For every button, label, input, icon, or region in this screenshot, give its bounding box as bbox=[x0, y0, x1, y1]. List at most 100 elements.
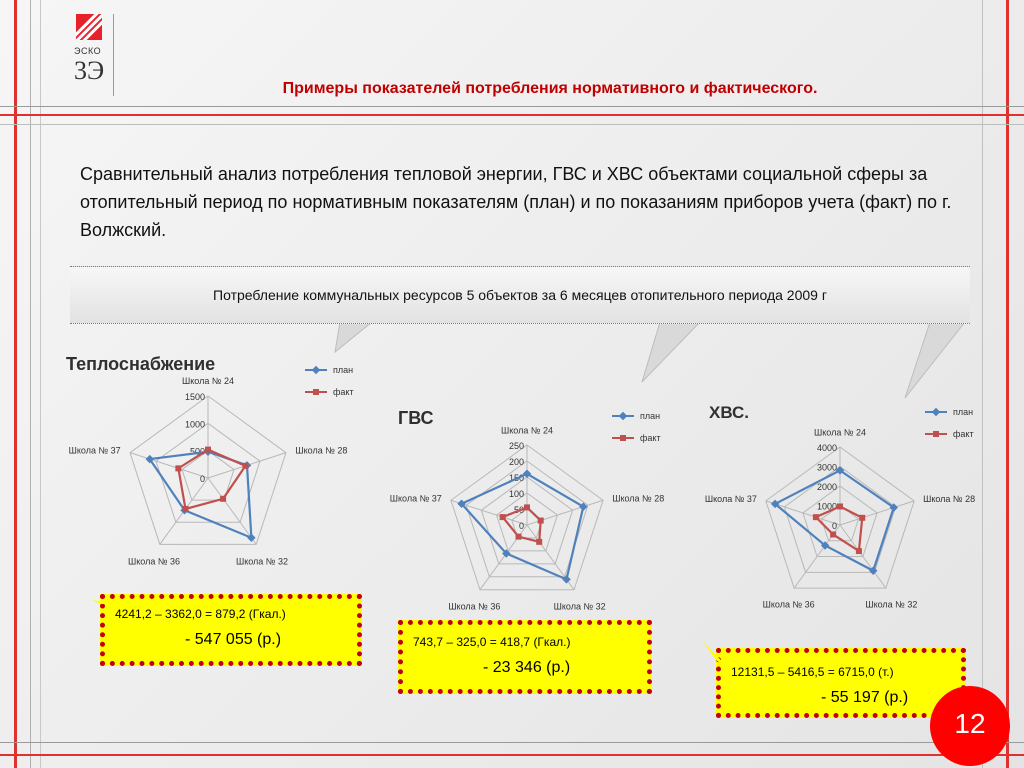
legend-label: план bbox=[333, 365, 353, 375]
category-label: Школа № 36 bbox=[763, 600, 815, 610]
series-point-fact bbox=[524, 504, 530, 511]
tick-label: 0 bbox=[832, 521, 837, 531]
frame-line-left-red bbox=[14, 0, 17, 768]
result-box-cold-water: 12131,5 – 5416,5 = 6715,0 (т.) - 55 197 … bbox=[716, 648, 966, 718]
grid-spoke bbox=[839, 524, 887, 589]
tick-label: 2000 bbox=[817, 482, 837, 492]
category-label: Школа № 36 bbox=[448, 601, 500, 611]
grid-ring bbox=[495, 492, 559, 552]
tick-label: 500 bbox=[190, 447, 205, 457]
tick-label: 250 bbox=[509, 441, 524, 451]
category-label: Школа № 37 bbox=[69, 446, 121, 456]
series-point-plan bbox=[889, 503, 899, 512]
slide-title: Примеры показателей потребления норматив… bbox=[282, 80, 818, 97]
legend-label: план bbox=[640, 411, 660, 421]
frame-line-bottom-grey bbox=[0, 742, 1024, 743]
series-point-fact bbox=[537, 517, 544, 524]
legend-marker bbox=[313, 389, 319, 395]
series-point-plan bbox=[820, 541, 830, 550]
result-hot-water-savings: - 23 346 (р.) bbox=[483, 659, 571, 676]
grid-ring bbox=[181, 450, 235, 501]
intro-text: Сравнительный анализ потребления теплово… bbox=[80, 164, 952, 240]
grid-ring bbox=[450, 444, 604, 591]
result-hot-water-formula: 743,7 – 325,0 = 418,7 (Гкал.) bbox=[413, 635, 571, 649]
legend-marker bbox=[311, 365, 321, 375]
series-line-0 bbox=[773, 469, 896, 573]
frame-line-left-grey bbox=[30, 0, 31, 768]
frame-line-bottom-red bbox=[0, 754, 1024, 756]
grid-ring bbox=[765, 446, 915, 589]
chart-title: ГВС bbox=[398, 408, 434, 428]
series-line-0 bbox=[459, 472, 585, 581]
category-label: Школа № 32 bbox=[554, 601, 606, 611]
tick-label: 3000 bbox=[817, 463, 837, 473]
series-point-fact bbox=[859, 514, 866, 521]
grid-spoke bbox=[207, 477, 257, 545]
frame-line-top-grey bbox=[0, 106, 1024, 107]
chart-title: ХВС. bbox=[709, 403, 749, 422]
series-point-fact bbox=[536, 538, 543, 545]
tick-label: 1000 bbox=[817, 502, 837, 512]
company-logo: ЭСКО 3Э bbox=[68, 12, 116, 98]
series-point-fact bbox=[242, 462, 249, 469]
series-point-fact bbox=[515, 533, 522, 540]
series-point-fact bbox=[205, 446, 211, 453]
grid-ring bbox=[820, 504, 860, 542]
series-point-fact bbox=[220, 495, 227, 502]
category-label: Школа № 28 bbox=[612, 493, 664, 503]
frame-line-top-grey-2 bbox=[0, 124, 1024, 125]
legend-label: план bbox=[953, 407, 973, 417]
grid-spoke bbox=[129, 452, 209, 479]
series-point-plan bbox=[247, 533, 256, 542]
series-point-fact bbox=[855, 548, 862, 555]
tick-label: 0 bbox=[200, 474, 205, 484]
series-point-fact bbox=[175, 465, 182, 472]
tick-label: 1500 bbox=[185, 392, 205, 402]
frame-line-left-grey-2 bbox=[40, 0, 41, 768]
grid-ring bbox=[802, 485, 878, 558]
banner-text: Потребление коммунальных ресурсов 5 объе… bbox=[213, 287, 827, 303]
legend-label: факт bbox=[953, 429, 974, 439]
result-heat-savings: - 547 055 (р.) bbox=[185, 631, 282, 648]
legend-marker bbox=[933, 431, 939, 437]
resource-banner: Потребление коммунальных ресурсов 5 объе… bbox=[70, 266, 970, 324]
legend-label: факт bbox=[333, 387, 354, 397]
series-point-plan bbox=[562, 575, 571, 584]
logo-name: ЭСКО bbox=[74, 46, 102, 56]
frame-line-right-grey bbox=[982, 0, 983, 768]
series-line-1 bbox=[813, 505, 864, 553]
tick-label: 1000 bbox=[185, 419, 205, 429]
logo-mark-icon bbox=[76, 14, 102, 40]
grid-spoke bbox=[839, 500, 915, 526]
page-number: 12 bbox=[954, 708, 986, 739]
logo-sub: 3Э bbox=[74, 56, 105, 85]
series-line-1 bbox=[177, 448, 248, 511]
grid-ring bbox=[155, 422, 261, 523]
category-label: Школа № 36 bbox=[128, 556, 180, 566]
page-number-badge: 12 bbox=[930, 686, 1010, 766]
frame-line-top-red bbox=[0, 114, 1024, 116]
legend-marker bbox=[620, 435, 626, 441]
grid-ring bbox=[783, 465, 897, 573]
category-label: Школа № 32 bbox=[865, 600, 917, 610]
grid-ring bbox=[129, 395, 287, 545]
series-point-fact bbox=[182, 505, 189, 512]
frame-line-right-red bbox=[1006, 0, 1009, 768]
category-label: Школа № 37 bbox=[390, 493, 442, 503]
result-heat-formula: 4241,2 – 3362,0 = 879,2 (Гкал.) bbox=[115, 607, 286, 621]
result-cold-water-savings: - 55 197 (р.) bbox=[821, 689, 909, 706]
category-label: Школа № 28 bbox=[923, 494, 975, 504]
category-label: Школа № 24 bbox=[182, 376, 234, 386]
radar-chart-heat: Теплоснабжение 0 500 1000 1500 Школа № 24 Школ… bbox=[66, 354, 354, 566]
series-point-plan bbox=[868, 566, 878, 575]
series-point-fact bbox=[830, 531, 837, 538]
tick-label: 4000 bbox=[817, 443, 837, 453]
tick-label: 200 bbox=[509, 457, 524, 467]
chart-title: Теплоснабжение bbox=[66, 354, 215, 374]
logo-divider bbox=[113, 14, 114, 96]
